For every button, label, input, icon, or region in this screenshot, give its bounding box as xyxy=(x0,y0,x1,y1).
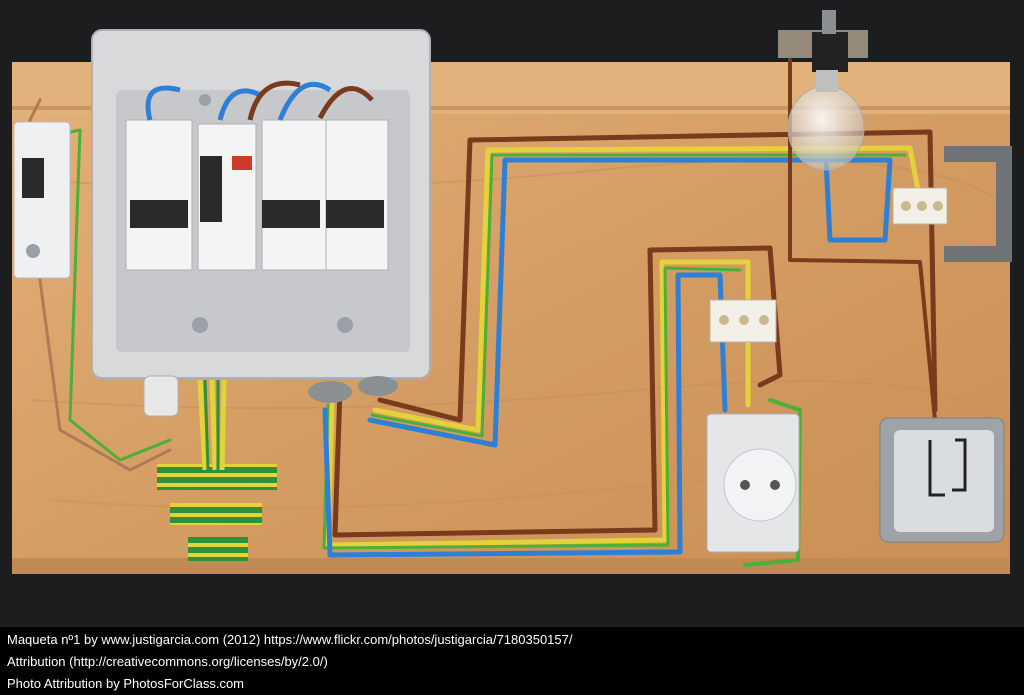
wire-left-brown xyxy=(28,98,172,472)
wire-green-main xyxy=(370,153,907,438)
power-socket xyxy=(706,413,800,553)
caption-line-title: Maqueta nº1 by www.justigarcia.com (2012… xyxy=(7,632,573,647)
single-breaker xyxy=(13,121,71,279)
wire-lower-loop-blue xyxy=(322,272,728,558)
breakers-row xyxy=(125,119,389,271)
wiring-board-photo xyxy=(0,0,1024,627)
terminal-block-middle xyxy=(709,299,777,343)
wires xyxy=(28,58,938,567)
wire-blue-main xyxy=(367,157,893,448)
photo-caption: Maqueta nº1 by www.justigarcia.com (2012… xyxy=(0,627,1024,695)
wire-lower-loop-green xyxy=(322,266,742,550)
caption-line-attribution: Photo Attribution by PhotosForClass.com xyxy=(7,676,245,691)
ferrite-rings xyxy=(308,376,398,403)
grey-bracket xyxy=(944,146,1012,262)
wire-yellow-main xyxy=(372,145,921,433)
light-bulb xyxy=(778,10,868,171)
wire-lower-loop-brown xyxy=(332,245,783,538)
light-switch xyxy=(879,417,1005,543)
caption-line-license: Attribution (http://creativecommons.org/… xyxy=(7,654,328,669)
wire-brown-main xyxy=(377,129,938,423)
distribution-enclosure xyxy=(91,29,431,417)
terminal-block-top xyxy=(892,187,948,225)
wire-switch-brown xyxy=(788,58,937,422)
earth-tapes xyxy=(157,379,277,561)
